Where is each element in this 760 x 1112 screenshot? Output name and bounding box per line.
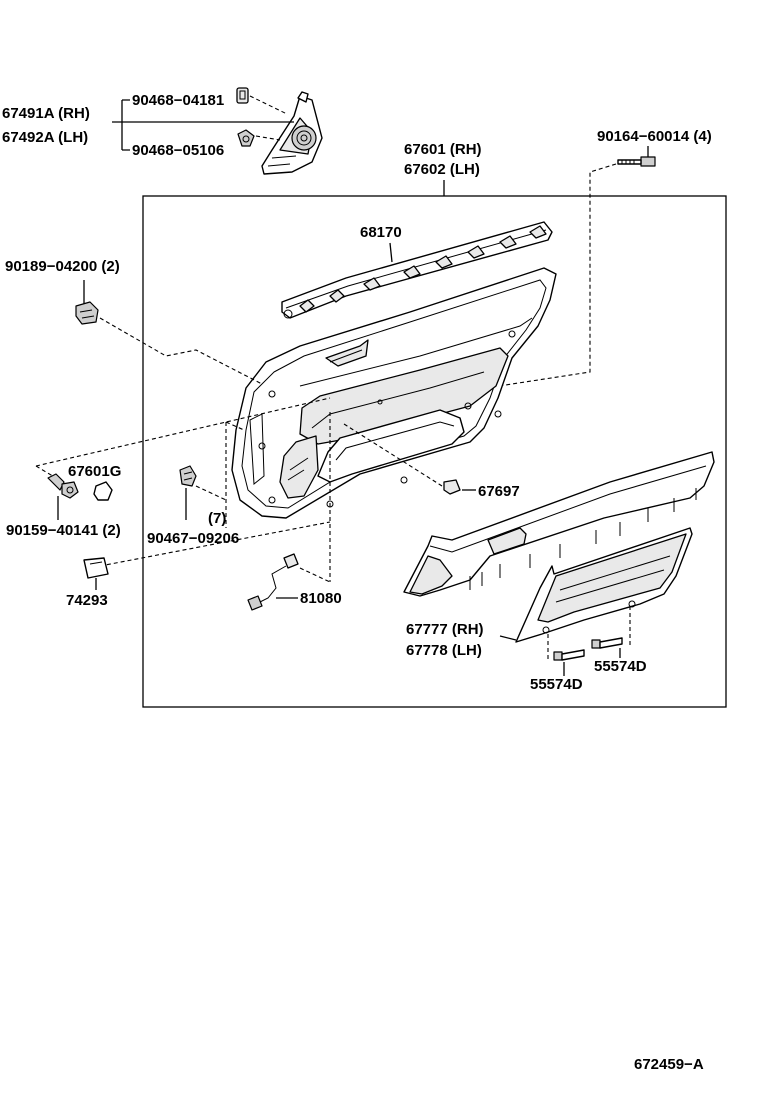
label-67601: 67601 (RH) bbox=[404, 141, 482, 158]
label-67602: 67602 (LH) bbox=[404, 161, 480, 178]
label-67601g: 67601G bbox=[68, 463, 121, 480]
label-67778: 67778 (LH) bbox=[406, 642, 482, 659]
screw-55574d-left[interactable] bbox=[553, 649, 585, 661]
lamp-wire-81080[interactable] bbox=[247, 553, 299, 611]
screw-90164-60014[interactable] bbox=[617, 156, 656, 167]
garnish-68170[interactable] bbox=[281, 221, 553, 319]
armrest-panel[interactable] bbox=[403, 451, 715, 597]
label-90159-40141: 90159−40141 (2) bbox=[6, 522, 121, 539]
label-90189-04200: 90189−04200 (2) bbox=[5, 258, 120, 275]
clip-90468-05106[interactable] bbox=[237, 129, 281, 147]
clip-90468-04181[interactable] bbox=[236, 87, 288, 115]
label-55574d-right: 55574D bbox=[594, 658, 647, 675]
door-trim-board-67601[interactable] bbox=[231, 267, 557, 519]
label-90164-60014: 90164−60014 (4) bbox=[597, 128, 712, 145]
label-90467-09206: 90467−09206 bbox=[147, 530, 239, 547]
label-67697: 67697 bbox=[478, 483, 520, 500]
label-90468-04181: 90468−04181 bbox=[132, 92, 224, 109]
tweeter-cover-assembly[interactable] bbox=[261, 91, 323, 175]
plug-67601g[interactable] bbox=[93, 481, 113, 501]
label-67777: 67777 (RH) bbox=[406, 621, 484, 638]
label-74293: 74293 bbox=[66, 592, 108, 609]
label-67491a: 67491A (RH) bbox=[2, 105, 90, 122]
clip-90467-09206[interactable] bbox=[179, 465, 197, 487]
screw-90159-40141[interactable] bbox=[47, 473, 79, 499]
label-90468-05106: 90468−05106 bbox=[132, 142, 224, 159]
clip-90189-04200[interactable] bbox=[75, 301, 99, 325]
diagram-code: 672459−A bbox=[634, 1056, 704, 1073]
screw-55574d-right[interactable] bbox=[591, 637, 623, 649]
assembly-frame bbox=[142, 195, 727, 708]
clip-67697[interactable] bbox=[443, 479, 461, 495]
label-68170: 68170 bbox=[360, 224, 402, 241]
cover-74293[interactable] bbox=[83, 557, 109, 579]
label-81080: 81080 bbox=[300, 590, 342, 607]
label-67492a: 67492A (LH) bbox=[2, 129, 88, 146]
label-90467-09206-qty: (7) bbox=[208, 510, 226, 527]
pocket-67777[interactable] bbox=[515, 527, 693, 643]
label-55574d-left: 55574D bbox=[530, 676, 583, 693]
